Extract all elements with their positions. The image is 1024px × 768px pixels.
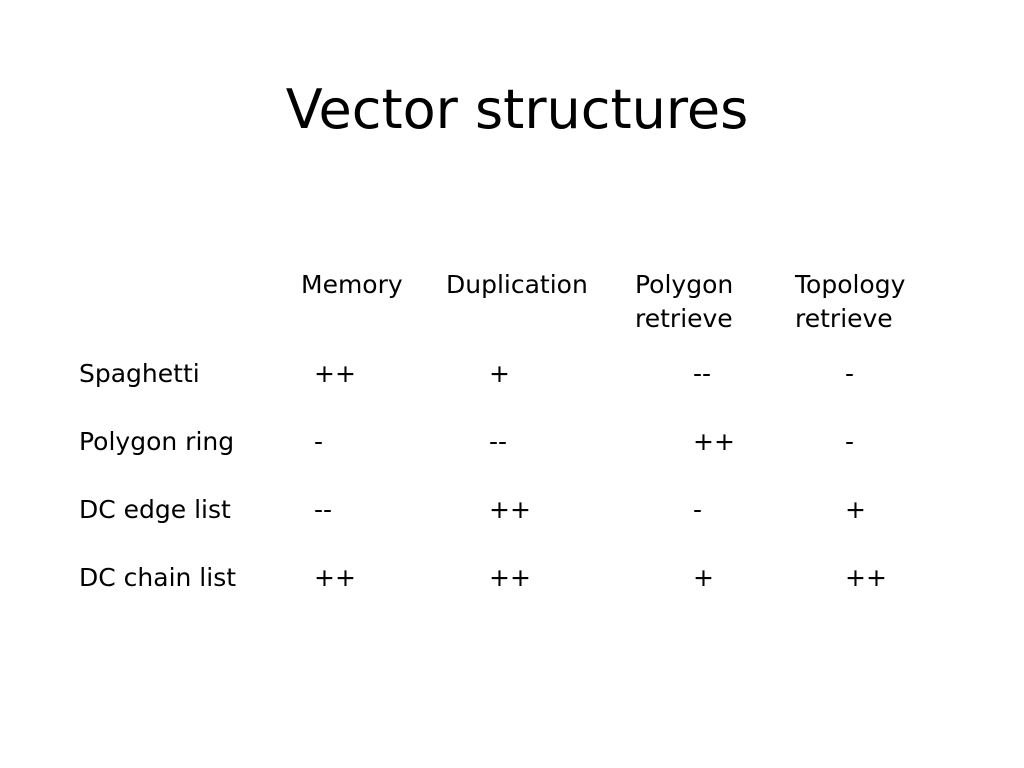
header-duplication: Duplication xyxy=(446,268,588,302)
header-polygon-retrieve-line1: Polygon xyxy=(635,270,734,299)
header-memory-line1: Memory xyxy=(301,270,403,299)
header-memory: Memory xyxy=(301,268,403,302)
row-label: DC edge list xyxy=(79,495,231,524)
header-topology-retrieve: Topology retrieve xyxy=(795,268,905,336)
cell-polygon-retrieve: + xyxy=(693,563,714,592)
header-duplication-line1: Duplication xyxy=(446,270,588,299)
cell-polygon-retrieve: -- xyxy=(693,359,712,388)
cell-memory: - xyxy=(314,427,324,456)
cell-duplication: ++ xyxy=(489,563,531,592)
cell-topology-retrieve: - xyxy=(845,427,855,456)
cell-memory: -- xyxy=(314,495,333,524)
cell-duplication: + xyxy=(489,359,510,388)
cell-memory: ++ xyxy=(314,563,356,592)
cell-duplication: -- xyxy=(489,427,508,456)
cell-topology-retrieve: + xyxy=(845,495,866,524)
cell-memory: ++ xyxy=(314,359,356,388)
cell-polygon-retrieve: ++ xyxy=(693,427,735,456)
cell-polygon-retrieve: - xyxy=(693,495,703,524)
header-topology-retrieve-line1: Topology xyxy=(795,270,906,299)
row-label: Polygon ring xyxy=(79,427,235,456)
cell-duplication: ++ xyxy=(489,495,531,524)
cell-topology-retrieve: - xyxy=(845,359,855,388)
header-polygon-retrieve-line2: retrieve xyxy=(635,304,733,333)
header-polygon-retrieve: Polygon retrieve xyxy=(635,268,733,336)
slide-title: Vector structures xyxy=(285,78,749,141)
header-topology-retrieve-line2: retrieve xyxy=(795,304,893,333)
cell-topology-retrieve: ++ xyxy=(845,563,887,592)
row-label: DC chain list xyxy=(79,563,237,592)
row-label: Spaghetti xyxy=(79,359,200,388)
